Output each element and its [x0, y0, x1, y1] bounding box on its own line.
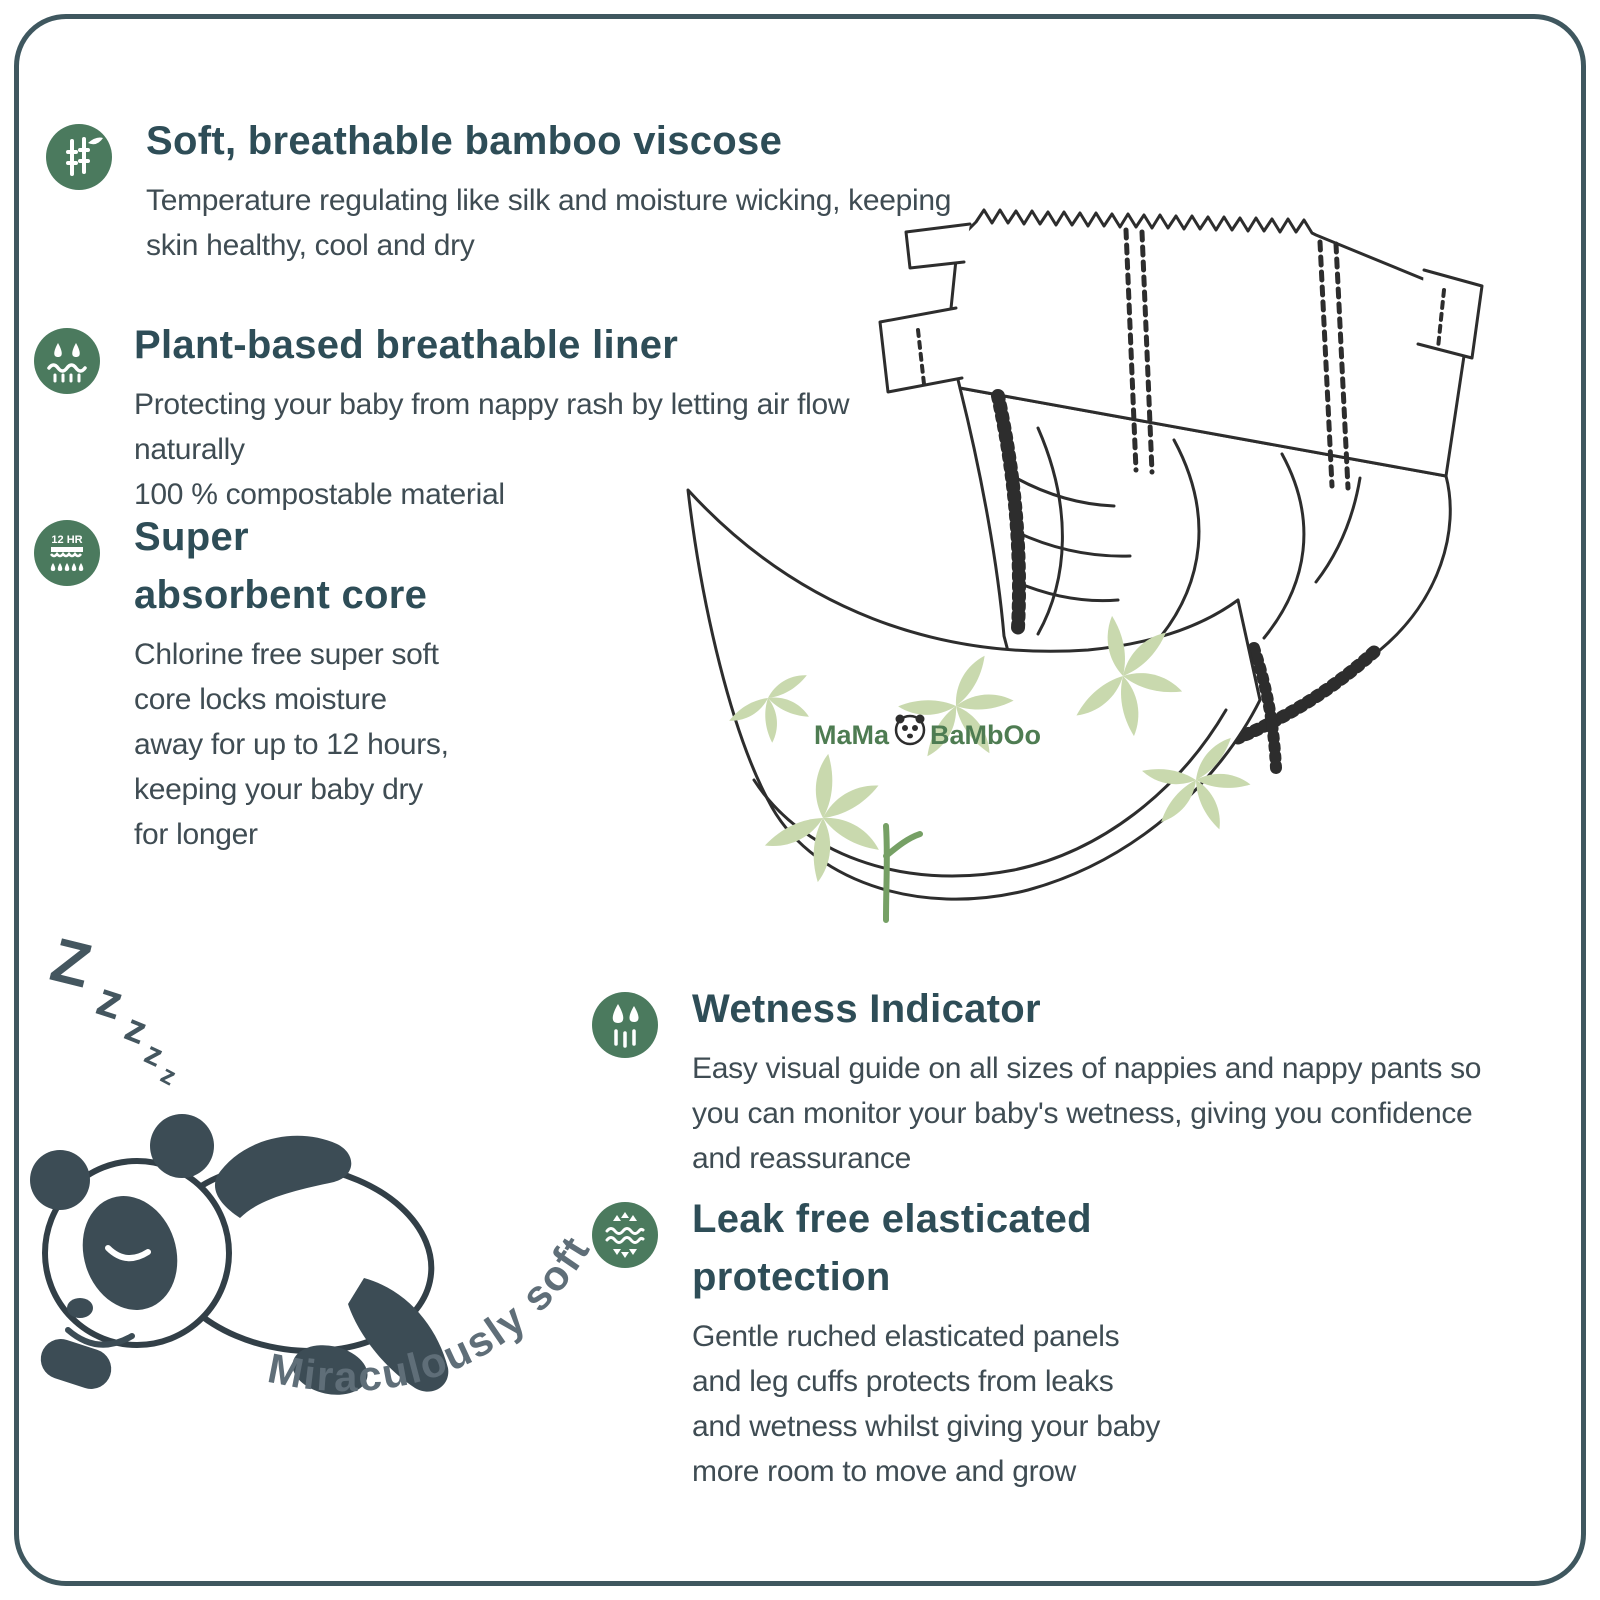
elastic-icon	[592, 1202, 658, 1268]
border-frame	[14, 14, 1586, 1586]
svg-text:Miraculously soft: Miraculously soft	[264, 1227, 599, 1400]
caption-text: Miraculously soft	[264, 1227, 597, 1400]
feature-description: Temperature regulating like silk and moi…	[146, 184, 952, 262]
feature-title: Plant-based breathable liner	[134, 323, 679, 367]
feature-title: Soft, breathable bamboo viscose	[146, 119, 783, 163]
bamboo-stem	[883, 823, 923, 923]
bamboo-icon	[46, 124, 112, 190]
diaper-illustration: MaMa BaMbOo	[686, 208, 1484, 923]
feature-breathable-liner: Plant-based breathable liner Protecting …	[34, 316, 1094, 517]
caption-curved-text: Miraculously soft	[264, 1227, 599, 1400]
absorbent-core-icon: 12 HR	[34, 520, 100, 586]
feature-wetness-indicator: Wetness Indicator Easy visual guide on a…	[592, 980, 1552, 1181]
feature-title: Wetness Indicator	[692, 987, 1041, 1031]
feature-description: Chlorine free super soft core locks mois…	[134, 638, 449, 851]
feature-description: Protecting your baby from nappy rash by …	[134, 388, 850, 511]
feature-description: Gentle ruched elasticated panels and leg…	[692, 1320, 1161, 1488]
feature-bamboo-viscose: Soft, breathable bamboo viscose Temperat…	[46, 112, 1166, 268]
logo-text-mama: MaMa	[814, 720, 890, 750]
feature-title: Super absorbent core	[134, 515, 428, 617]
liner-icon	[34, 328, 100, 394]
absorbent-icon-label: 12 HR	[51, 534, 82, 546]
panda-logo-icon	[894, 714, 926, 746]
feature-title: Leak free elasticated protection	[692, 1197, 1092, 1299]
panda-illustration	[30, 1114, 449, 1395]
feature-leak-protection: Leak free elasticated protection Gentle …	[592, 1190, 1282, 1494]
logo-text-bamboo: BaMbOo	[930, 720, 1041, 750]
diaper-logo: MaMa BaMbOo	[814, 714, 1041, 750]
feature-absorbent-core: 12 HR Super absorbent core Chlorine free…	[34, 508, 554, 857]
wetness-icon	[592, 992, 658, 1058]
feature-description: Easy visual guide on all sizes of nappie…	[692, 1052, 1482, 1175]
